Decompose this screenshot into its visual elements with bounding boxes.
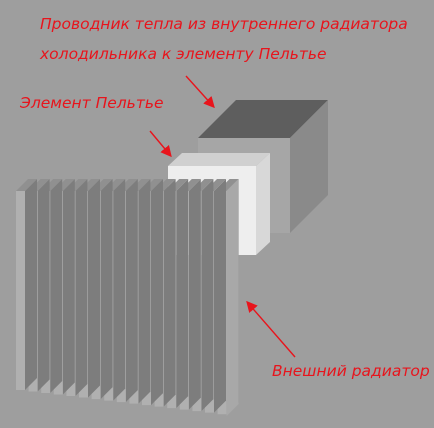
cube-side-face [290,100,328,233]
fin-face [16,191,25,390]
fin-edge [151,179,163,406]
arrow-to-peltier [149,130,172,158]
label-peltier-element: Элемент Пельтье [20,94,164,112]
fin-edge [37,179,50,392]
peltier-side-face [256,153,270,255]
arrow-to-conductor [185,75,215,109]
fin-edge [113,179,126,401]
fin-edge [62,179,75,395]
external-radiator [16,179,239,416]
arrow-to-radiator [246,300,296,358]
label-heat-conductor-line1: Проводник тепла из внутреннего радиатора [40,15,408,33]
fin-edge [176,179,189,409]
fin-edge [163,179,176,407]
fin-edge [25,179,37,390]
label-heat-conductor-line2: холодильника к элементу Пельтье [40,45,327,63]
radiator-fin [16,179,37,390]
label-external-radiator: Внешний радиатор [272,362,430,380]
fin-edge [188,179,201,410]
fin-edge [75,179,88,397]
fin-edge [125,179,138,403]
fin-edge [201,179,214,412]
fin-edge [214,179,226,413]
fin-edge [138,179,151,404]
fin-edge [100,179,113,400]
radiator-end-plate [226,179,239,416]
fin-top [16,179,37,191]
fin-edge [50,179,63,394]
cube-top-face [198,100,328,138]
peltier-top-face [168,153,270,166]
fin-edge [88,179,100,398]
